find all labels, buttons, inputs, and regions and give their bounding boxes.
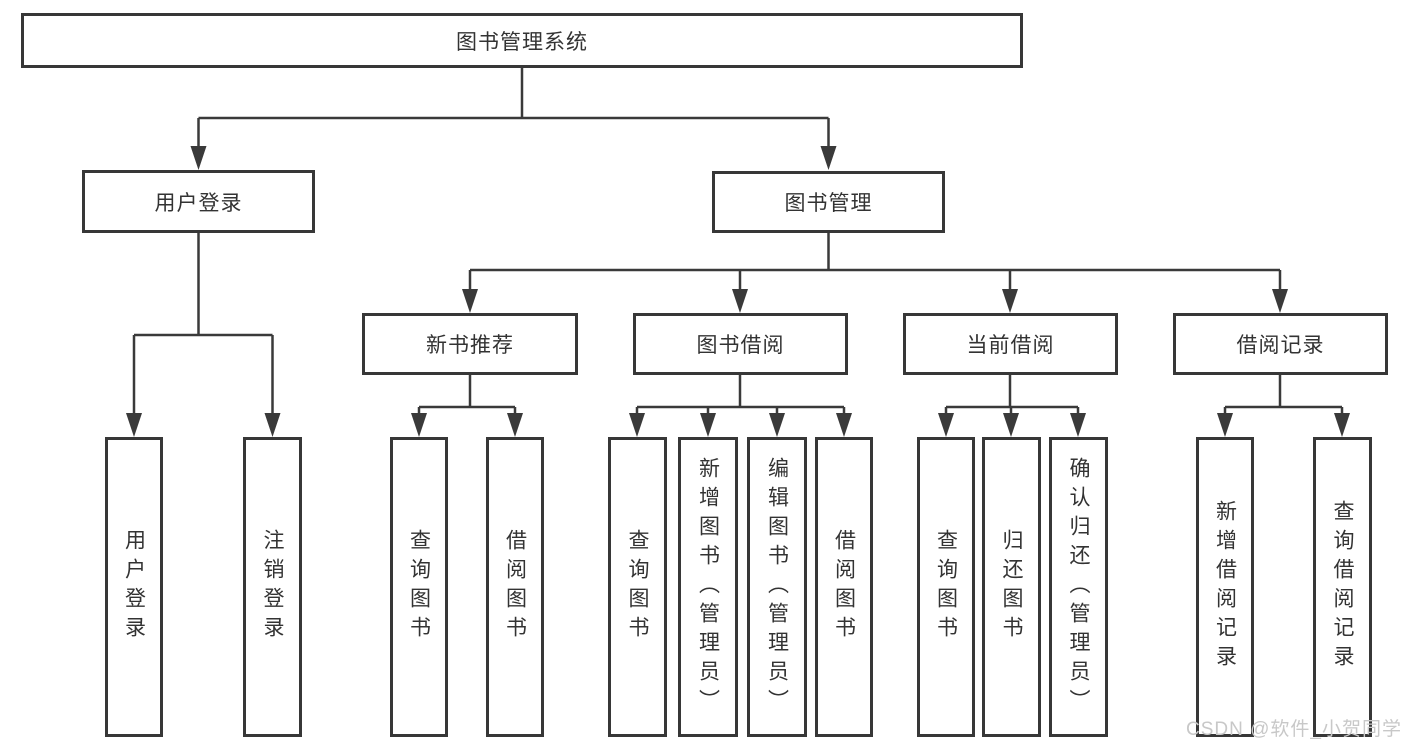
leaf-return-books: 归还图书 bbox=[982, 437, 1041, 737]
leaf-borrow-books-recommend: 借阅图书 bbox=[486, 437, 544, 737]
leaf-query-books-borrow: 查询图书 bbox=[608, 437, 667, 737]
leaf-label: 确认归还（管理员） bbox=[1067, 456, 1090, 718]
node-new-book-recommend: 新书推荐 bbox=[362, 313, 578, 375]
node-label: 用户登录 bbox=[154, 191, 243, 215]
node-label: 新书推荐 bbox=[426, 334, 514, 357]
leaf-user-login: 用户登录 bbox=[105, 437, 163, 737]
leaf-add-borrow-record: 新增借阅记录 bbox=[1196, 437, 1254, 737]
node-book-borrow: 图书借阅 bbox=[633, 313, 848, 375]
leaf-logout: 注销登录 bbox=[243, 437, 302, 737]
leaf-borrow-books: 借阅图书 bbox=[815, 437, 873, 737]
node-label: 当前借阅 bbox=[966, 334, 1055, 357]
leaf-label: 借阅图书 bbox=[503, 529, 527, 645]
leaf-label: 归还图书 bbox=[1000, 529, 1023, 645]
leaf-query-books-current: 查询图书 bbox=[917, 437, 975, 737]
leaf-label: 用户登录 bbox=[122, 529, 146, 645]
node-borrow-records: 借阅记录 bbox=[1173, 313, 1388, 375]
node-root-system: 图书管理系统 bbox=[21, 13, 1023, 68]
leaf-label: 查询借阅记录 bbox=[1331, 500, 1354, 674]
leaf-label: 查询图书 bbox=[934, 529, 958, 645]
node-book-management: 图书管理 bbox=[712, 171, 945, 233]
leaf-label: 新增借阅记录 bbox=[1213, 500, 1237, 674]
leaf-label: 新增图书（管理员） bbox=[696, 456, 720, 718]
node-label: 借阅记录 bbox=[1236, 334, 1325, 357]
leaf-label: 查询图书 bbox=[626, 529, 649, 645]
leaf-confirm-return-admin: 确认归还（管理员） bbox=[1049, 437, 1108, 737]
node-user-login: 用户登录 bbox=[82, 170, 315, 233]
csdn-watermark: CSDN @软件_小贺同学 bbox=[1186, 719, 1402, 740]
leaf-edit-books-admin: 编辑图书（管理员） bbox=[747, 437, 807, 737]
leaf-label: 注销登录 bbox=[261, 529, 284, 645]
leaf-label: 查询图书 bbox=[407, 529, 431, 645]
leaf-label: 编辑图书（管理员） bbox=[765, 456, 789, 718]
leaf-query-borrow-record: 查询借阅记录 bbox=[1313, 437, 1372, 737]
node-label: 图书借阅 bbox=[696, 334, 785, 357]
node-current-borrow: 当前借阅 bbox=[903, 313, 1118, 375]
leaf-label: 借阅图书 bbox=[832, 529, 856, 645]
leaf-add-books-admin: 新增图书（管理员） bbox=[678, 437, 738, 737]
node-label: 图书管理系统 bbox=[456, 30, 588, 54]
node-label: 图书管理 bbox=[784, 192, 873, 215]
leaf-query-books-recommend: 查询图书 bbox=[390, 437, 448, 737]
